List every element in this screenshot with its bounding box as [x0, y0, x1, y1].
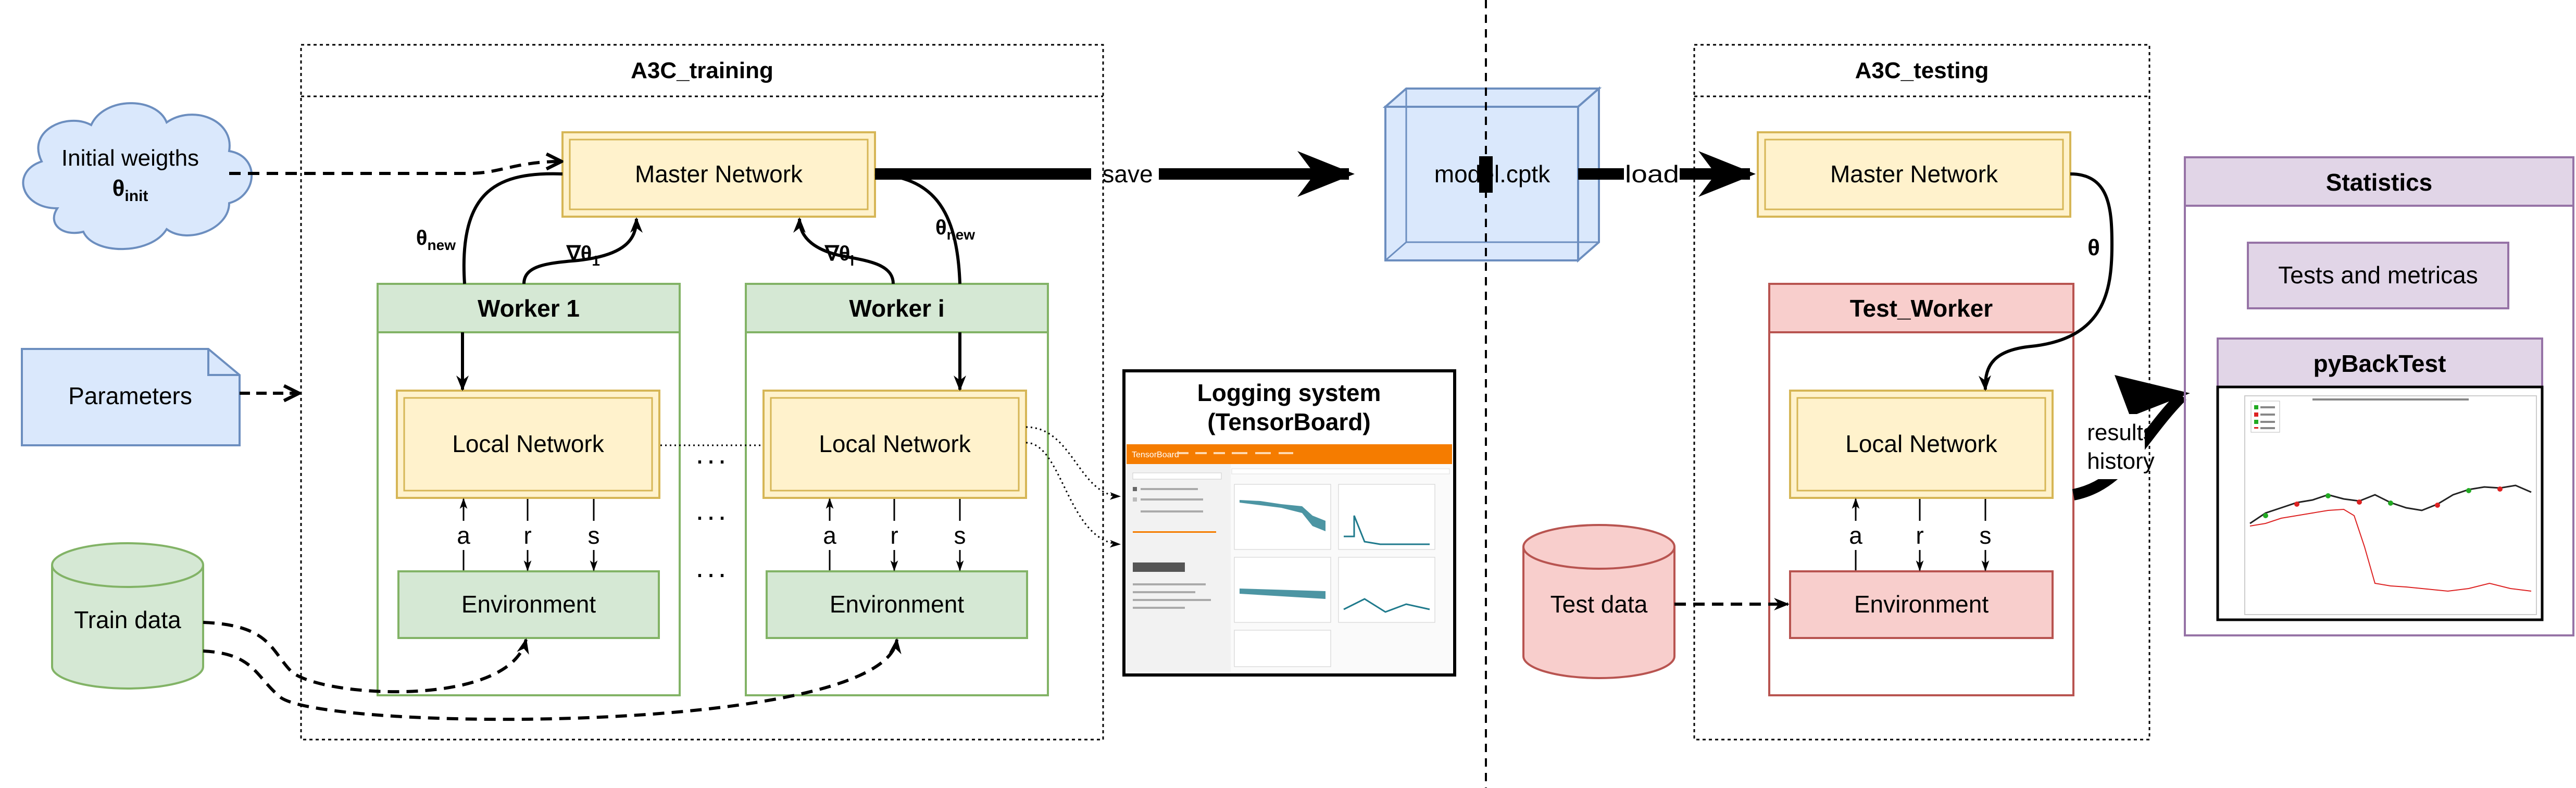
- parameters-label: Parameters: [68, 382, 192, 409]
- results-arrowhead: [2115, 375, 2190, 417]
- worker-1-local-network: Local Network: [396, 390, 660, 499]
- train-data-cylinder: Train data: [51, 542, 204, 690]
- train-data-arrows: [203, 621, 902, 721]
- worker-i-state-label: s: [954, 522, 966, 549]
- worker-i-local-network: Local Network: [762, 390, 1027, 499]
- test-worker: Test_Worker Local Network Environment a …: [1768, 283, 2074, 696]
- pybacktest-box: pyBackTest: [2216, 337, 2544, 621]
- test-data-label: Test data: [1550, 591, 1648, 618]
- worker-i-reward-label: r: [890, 522, 898, 549]
- worker-i-action-label: a: [823, 522, 836, 549]
- theta-init-label: θinit: [112, 176, 148, 205]
- initial-weights-arrow: [229, 161, 561, 175]
- theta-new-right-label: θnew: [935, 216, 975, 243]
- test-environment-label: Environment: [1854, 591, 1989, 618]
- worker-ellipsis: ... ... ...: [696, 437, 730, 583]
- test-local-network: Local Network: [1789, 390, 2054, 499]
- worker-1-environment-label: Environment: [461, 591, 596, 618]
- test-data-cylinder: Test data: [1522, 524, 1675, 679]
- worker-1-title: Worker 1: [478, 295, 580, 322]
- test-action-label: a: [1849, 522, 1862, 549]
- test-environment: Environment: [1789, 570, 2054, 639]
- logging-dotted-links: [1026, 426, 1121, 548]
- svg-text:...: ...: [696, 551, 730, 583]
- logging-title: Logging system: [1197, 379, 1381, 406]
- grad-theta-1-label: ∇θ1: [566, 242, 600, 269]
- worker-1-state-label: s: [588, 522, 600, 549]
- svg-text:...: ...: [696, 493, 730, 526]
- testing-master-label: Master Network: [1830, 160, 1998, 187]
- worker-1-action-label: a: [457, 522, 470, 549]
- training-region: A3C_training: [300, 44, 1104, 741]
- results-label: results: [2087, 420, 2155, 445]
- worker-i-environment-label: Environment: [830, 591, 964, 618]
- grad-theta-i-label: ∇θi: [824, 242, 854, 269]
- logging-system: Logging system (TensorBoard) TensorBoard: [1122, 369, 1456, 677]
- backtest-chart: [2216, 385, 2544, 621]
- load-label: load: [1625, 160, 1679, 187]
- train-data-label: Train data: [74, 606, 181, 633]
- test-state-label: s: [1980, 522, 1992, 549]
- worker-1-environment: Environment: [397, 570, 660, 639]
- svg-text:...: ...: [696, 437, 730, 470]
- testing-theta-label: θ: [2087, 235, 2100, 260]
- worker-i: Worker i Local Network Environment a r s: [745, 283, 1049, 696]
- statistics-title: Statistics: [2326, 169, 2433, 196]
- test-worker-title: Test_Worker: [1850, 295, 1993, 322]
- testing-title: A3C_testing: [1855, 58, 1989, 83]
- parameters-note: Parameters: [21, 348, 241, 446]
- testing-master-network: Master Network: [1757, 131, 2071, 218]
- logging-subtitle: (TensorBoard): [1207, 408, 1371, 435]
- tensorboard-screenshot: TensorBoard: [1127, 444, 1452, 672]
- initial-weights-cloud: Initial weigths θinit: [22, 102, 253, 251]
- worker-i-local-label: Local Network: [819, 430, 971, 457]
- training-master-label: Master Network: [635, 160, 803, 187]
- pybacktest-title: pyBackTest: [2314, 350, 2446, 377]
- save-label: save: [1102, 160, 1153, 187]
- worker-i-environment: Environment: [766, 570, 1028, 639]
- worker-i-title: Worker i: [849, 295, 944, 322]
- tests-metrics-label: Tests and metricas: [2278, 261, 2478, 289]
- theta-new-left-label: θnew: [416, 227, 456, 253]
- history-label: history: [2087, 448, 2155, 474]
- worker-1-local-label: Local Network: [452, 430, 604, 457]
- test-local-label: Local Network: [1845, 430, 1997, 457]
- gradient-labels: θnew ∇θ1 ∇θi θnew: [416, 216, 975, 269]
- tests-metrics-box: Tests and metricas: [2247, 242, 2509, 309]
- training-title: A3C_training: [631, 58, 773, 83]
- worker-1-reward-label: r: [523, 522, 531, 549]
- testing-region: A3C_testing: [1693, 44, 2150, 741]
- initial-weights-label: Initial weigths: [61, 145, 199, 171]
- test-reward-label: r: [1916, 522, 1923, 549]
- worker-1: Worker 1 Local Network Environment a r s: [377, 283, 681, 696]
- tensorboard-app-name: TensorBoard: [1132, 451, 1179, 459]
- testing-theta-arrow: [1978, 172, 2114, 391]
- training-master-network: Master Network: [561, 131, 876, 218]
- statistics-panel: Statistics Tests and metricas pyBackTest: [2184, 156, 2574, 636]
